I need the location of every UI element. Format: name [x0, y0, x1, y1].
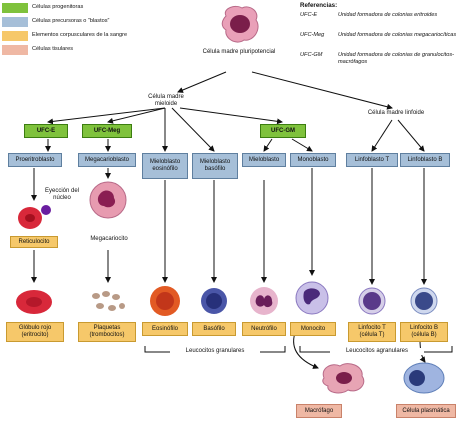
ref-abbr: UFC-GM [300, 52, 323, 58]
ref-desc: Unidad formadora de colonias de granuloc… [338, 52, 454, 65]
mieloblasto-eosinofilo-box: Mieloblasto eosinófilo [142, 153, 188, 179]
megacarioblasto-box: Megacarioblasto [78, 153, 136, 167]
eosinophil-image [150, 286, 180, 316]
legend-swatch-blast [2, 17, 28, 27]
reticulocyte-image [18, 205, 51, 229]
legend-label: Células progenitoras [32, 4, 84, 10]
myeloid-stem-cell-label: Célula madre mieloide [148, 94, 184, 107]
linfocito-t-box: Linfocito T (célula T) [348, 322, 396, 342]
neutrophil-image [250, 287, 278, 315]
legend-label: Células tisulares [32, 46, 74, 52]
ref-desc: Unidad formadora de colonias megacariocí… [338, 32, 457, 38]
leucocitos-granulares-label: Leucocitos granulares [170, 348, 260, 355]
monocyte-image [295, 281, 329, 315]
erythrocyte-image [16, 290, 52, 314]
ref-abbr: UFC-Meg [300, 32, 325, 38]
basophil-image [201, 288, 227, 314]
ufc-e-box: UFC-E [24, 124, 68, 138]
eosinofilo-box: Eosinófilo [142, 322, 188, 336]
ufc-gm-box: UFC-GM [260, 124, 306, 138]
neutrofilo-box: Neutrófilo [242, 322, 286, 336]
megakaryocyte-image [89, 181, 127, 219]
pluripotent-stem-cell-label: Célula madre pluripotencial [202, 49, 276, 55]
legend-swatch-blood [2, 31, 28, 41]
lymphocyte-t-image [358, 287, 386, 315]
legend-label: Células precursoras o “blastos” [32, 18, 110, 24]
legend-swatch-tissue [2, 45, 28, 55]
mieloblasto-box: Mieloblasto [242, 153, 286, 167]
reticulocito-box: Reticulocito [10, 236, 58, 248]
linfoblasto-b-box: Linfoblasto B [400, 153, 450, 167]
ufc-meg-box: UFC-Meg [82, 124, 132, 138]
pluripotent-stem-cell-image [221, 5, 259, 43]
macrofago-box: Macrófago [296, 404, 342, 418]
references-title: Referencias: [300, 2, 338, 9]
eyeccion-label: Eyección del núcleo [44, 188, 80, 201]
monoblasto-box: Monoblasto [290, 153, 336, 167]
proeritroblasto-box: Proeritroblasto [8, 153, 62, 167]
ref-desc: Unidad formadora de colonias eritroides [338, 12, 438, 18]
lymphoid-stem-cell-label: Célula madre linfoide [367, 110, 425, 116]
megacariocito-label: Megacariocito [90, 236, 128, 242]
basofilo-box: Basófilo [192, 322, 236, 336]
leucocitos-agranulares-label: Leucocitos agranulares [330, 348, 424, 355]
plasma-cell-image [403, 362, 445, 394]
linfoblasto-t-box: Linfoblasto T [346, 153, 398, 167]
macrophage-image [322, 363, 365, 394]
plaquetas-box: Plaquetas (trombocitos) [78, 322, 136, 342]
celula-plasmatica-box: Célula plasmática [396, 404, 456, 418]
legend-label: Elementos corpusculares de la sangre [32, 32, 128, 38]
linfocito-b-box: Linfocito B (célula B) [400, 322, 448, 342]
legend-swatch-progenitor [2, 3, 28, 13]
mieloblasto-basofilo-box: Mieloblasto basófilo [192, 153, 238, 179]
lymphocyte-b-image [410, 287, 438, 315]
globulo-rojo-box: Glóbulo rojo (eritrocito) [6, 322, 64, 342]
ref-abbr: UFC-E [300, 12, 318, 18]
platelets-image [92, 291, 125, 311]
monocito-box: Monocito [290, 322, 336, 336]
